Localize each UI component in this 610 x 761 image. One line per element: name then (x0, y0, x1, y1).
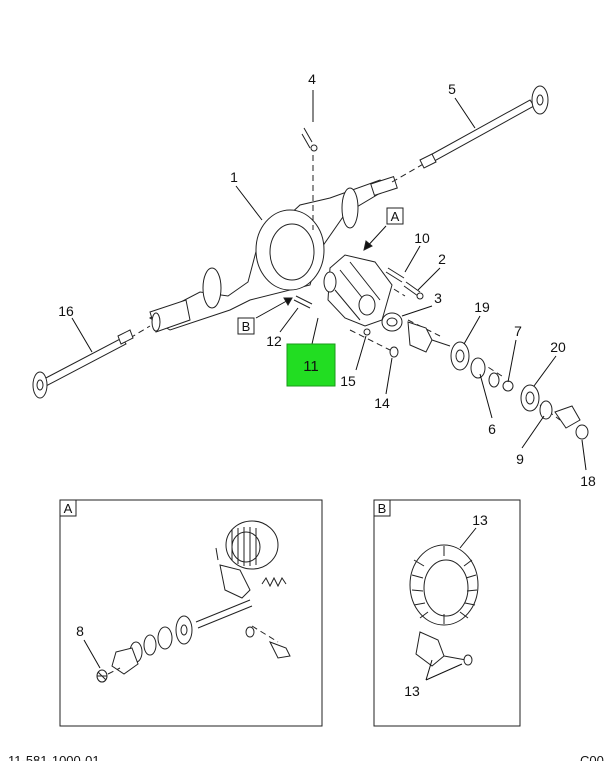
inset-a-label: A (64, 501, 73, 516)
callout-8: 8 (76, 623, 84, 639)
inset-a: A 8 (59, 499, 323, 727)
callout-7: 7 (514, 323, 522, 339)
washer-15 (363, 328, 371, 336)
pinion-gear (407, 321, 451, 353)
callout-2: 2 (438, 251, 446, 267)
footer-left: 11-581-1000-01 (8, 753, 100, 761)
view-ref-b: B (242, 319, 251, 334)
stud (293, 295, 313, 309)
nut (575, 424, 589, 440)
snap-ring (488, 372, 500, 388)
callout-13-top: 13 (472, 512, 488, 528)
yoke (554, 405, 581, 429)
callout-5: 5 (448, 81, 456, 97)
small-ring (502, 380, 514, 392)
bearing (381, 312, 403, 332)
bolts (385, 267, 424, 300)
callout-14: 14 (374, 395, 390, 411)
callout-18: 18 (580, 473, 596, 489)
differential-carrier (323, 254, 393, 327)
leader-lines (71, 90, 587, 471)
callout-15: 15 (340, 373, 356, 389)
axle-housing (148, 175, 398, 333)
footer-right: C00 (580, 753, 604, 761)
callout-4: 4 (308, 71, 316, 87)
view-ref-a: A (391, 209, 400, 224)
callout-13-bottom: 13 (404, 683, 420, 699)
inset-b-label: B (378, 501, 387, 516)
callout-6: 6 (488, 421, 496, 437)
cotter-pin (301, 127, 318, 152)
highlight-box (286, 343, 336, 387)
axle-shaft-right (419, 85, 549, 169)
washer (470, 357, 486, 379)
callout-16: 16 (58, 303, 74, 319)
callout-9: 9 (516, 451, 524, 467)
axle-shaft-left (32, 329, 134, 399)
drive-gear (520, 384, 540, 412)
callout-12: 12 (266, 333, 282, 349)
callout-20: 20 (550, 339, 566, 355)
inset-b: B 13 13 (373, 499, 521, 727)
callout-3: 3 (434, 290, 442, 306)
nut-14 (389, 346, 399, 358)
callout-1: 1 (230, 169, 238, 185)
callout-19: 19 (474, 299, 490, 315)
callout-10: 10 (414, 230, 430, 246)
thrust-washer (539, 400, 553, 420)
callout-11: 11 (303, 358, 319, 375)
spur-gear (450, 341, 470, 371)
